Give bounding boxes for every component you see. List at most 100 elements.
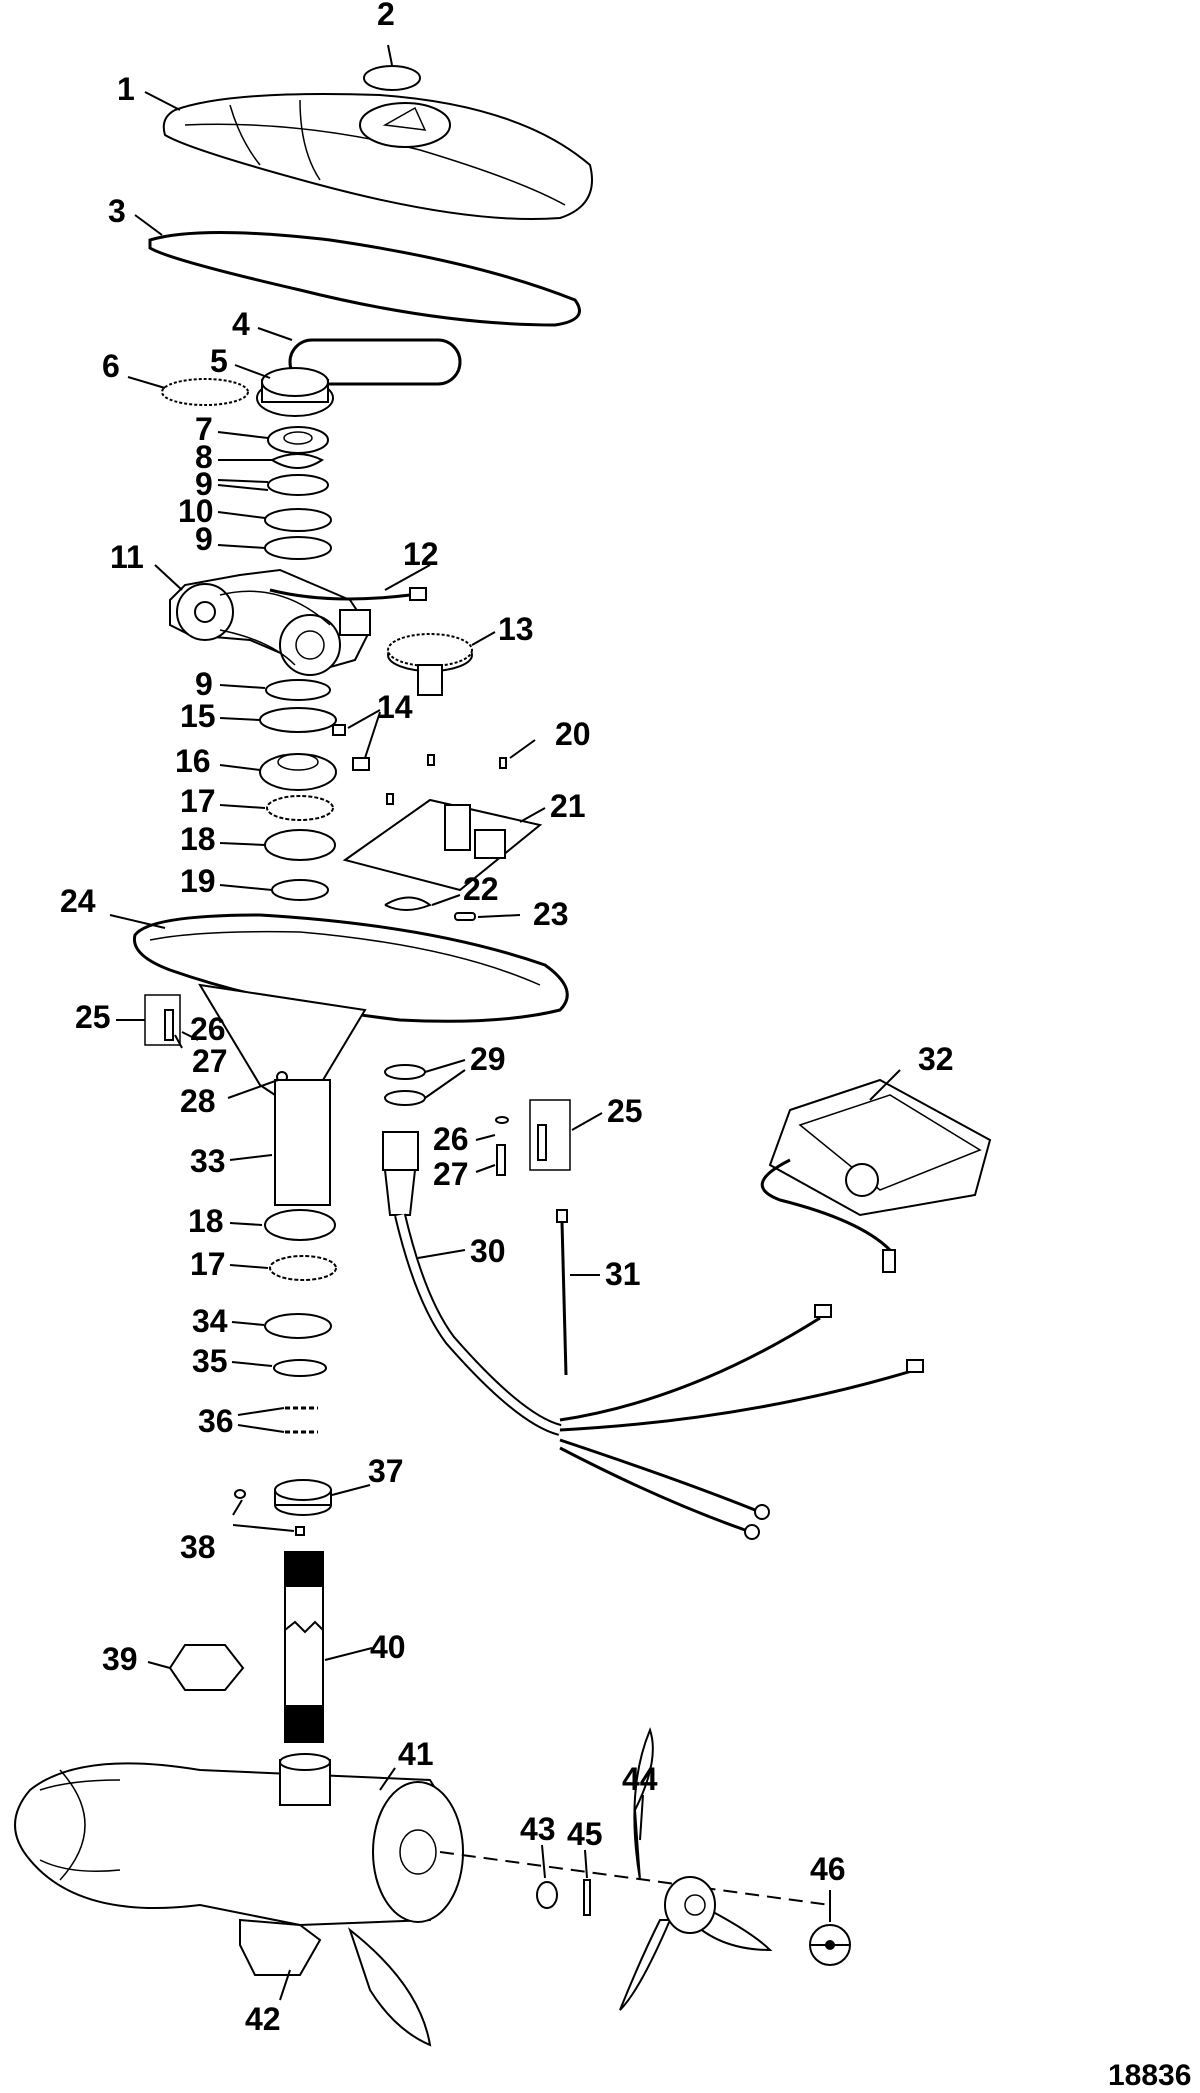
- callout-label: 14: [377, 689, 413, 725]
- lower-housing-part: [132, 913, 569, 1107]
- spring-washer-part: [269, 453, 324, 469]
- callout-label: 26: [433, 1121, 469, 1157]
- callout-label: 43: [520, 1811, 556, 1847]
- callout-label: 35: [192, 1343, 228, 1379]
- bearing-part: [266, 795, 334, 821]
- callout-label: 22: [463, 871, 499, 907]
- callout-label: 9: [195, 666, 213, 702]
- callout-label: 38: [180, 1529, 216, 1565]
- callout-label: 42: [245, 2001, 281, 2037]
- callout-label: 27: [433, 1156, 469, 1192]
- hardware-bracket: [144, 994, 181, 1046]
- callout-label: 9: [195, 521, 213, 557]
- gasket-part: [148, 231, 581, 327]
- callout-label: 11: [110, 539, 144, 575]
- callout-label: 30: [470, 1233, 506, 1269]
- circuit-board-part: [342, 798, 543, 892]
- column-part: [274, 1079, 331, 1206]
- small-gear-part: [161, 378, 249, 406]
- bearing-housing-part: [259, 753, 337, 791]
- propeller-part: [619, 1727, 773, 2011]
- o-ring-part: [384, 1090, 426, 1106]
- callout-label: 33: [190, 1143, 226, 1179]
- callout-label: 20: [555, 716, 591, 752]
- callout-label: 15: [180, 698, 216, 734]
- seal-part: [264, 1313, 332, 1339]
- callout-label: 39: [102, 1641, 138, 1677]
- clip-part: [384, 896, 433, 911]
- callout-label: 25: [75, 999, 111, 1035]
- callout-label: 28: [180, 1083, 216, 1119]
- ring-part: [271, 879, 329, 901]
- callout-label: 41: [398, 1736, 434, 1772]
- callout-label: 2: [377, 0, 395, 32]
- callout-label: 17: [190, 1246, 226, 1282]
- spring-part: [352, 757, 370, 771]
- race-part: [264, 1209, 336, 1241]
- callout-label: 46: [810, 1851, 846, 1887]
- callout-label: 37: [368, 1453, 404, 1489]
- foot-pedal-part: [760, 1078, 992, 1273]
- callout-label: 45: [567, 1816, 603, 1852]
- callout-label: 8: [195, 439, 213, 475]
- callout-label: 16: [175, 743, 211, 779]
- hardware-bracket: [529, 1099, 571, 1171]
- callout-label: 44: [622, 1761, 658, 1797]
- bearing-part: [269, 1255, 337, 1281]
- callout-label: 7: [195, 411, 213, 447]
- callout-label: 18: [180, 821, 216, 857]
- callout-label: 18: [188, 1203, 224, 1239]
- screws-part: [386, 754, 507, 805]
- callout-label: 17: [180, 783, 216, 819]
- motor-housing-part: [14, 1753, 464, 2047]
- pin-part: [583, 1879, 591, 1916]
- washer-part: [267, 474, 329, 496]
- callout-label: 32: [918, 1041, 954, 1077]
- shaft-gear-part: [387, 633, 473, 696]
- ring-part: [273, 1359, 327, 1377]
- callout-label: 6: [102, 348, 120, 384]
- callout-label: 21: [550, 788, 586, 824]
- callout-label: 13: [498, 611, 534, 647]
- callout-label: 23: [533, 896, 569, 932]
- callout-label: 26: [190, 1011, 226, 1047]
- collar-part: [274, 1479, 332, 1516]
- pin-part: [332, 724, 346, 736]
- nut-part: [267, 426, 329, 454]
- washer-part: [264, 536, 332, 560]
- steering-assembly-part: [169, 568, 372, 676]
- race-part: [264, 829, 336, 861]
- top-cover-part: [162, 93, 593, 221]
- cable-tie-part: [556, 1209, 568, 1376]
- washer-part: [264, 508, 332, 532]
- figure-number: 18836: [1108, 2059, 1191, 2092]
- washer-part: [495, 1116, 509, 1124]
- callout-label: 4: [232, 306, 250, 342]
- o-ring-part: [384, 1064, 426, 1080]
- callout-label: 5: [210, 343, 228, 379]
- callout-label: 27: [192, 1043, 228, 1079]
- callout-label: 24: [60, 883, 96, 919]
- callout-label: 25: [607, 1093, 643, 1129]
- cable-part: [269, 587, 427, 601]
- screw-part: [496, 1144, 506, 1176]
- wire-harness-part: [382, 1131, 924, 1540]
- callout-label: 10: [178, 493, 214, 529]
- callout-labels: 1 2 3 4 5 6 7 8 9 9 10 9 11 12 13 9 15 1…: [60, 0, 1191, 2092]
- screw-part: [537, 1124, 547, 1161]
- belt-part: [288, 338, 462, 386]
- callout-label: 34: [192, 1303, 228, 1339]
- shaft-part: [284, 1551, 324, 1743]
- callout-label: 40: [370, 1629, 406, 1665]
- callout-label: 19: [180, 863, 216, 899]
- plate-part: [168, 1644, 245, 1691]
- screw-part: [164, 1009, 174, 1041]
- spring-clip-part: [285, 1406, 318, 1434]
- set-screw-part: [295, 1526, 305, 1536]
- washer-part: [259, 707, 337, 733]
- callout-label: 12: [403, 536, 439, 572]
- pin-part: [454, 912, 476, 921]
- callout-label: 36: [198, 1403, 234, 1439]
- leader-lines: [109, 44, 901, 2001]
- set-screw-part: [234, 1489, 246, 1499]
